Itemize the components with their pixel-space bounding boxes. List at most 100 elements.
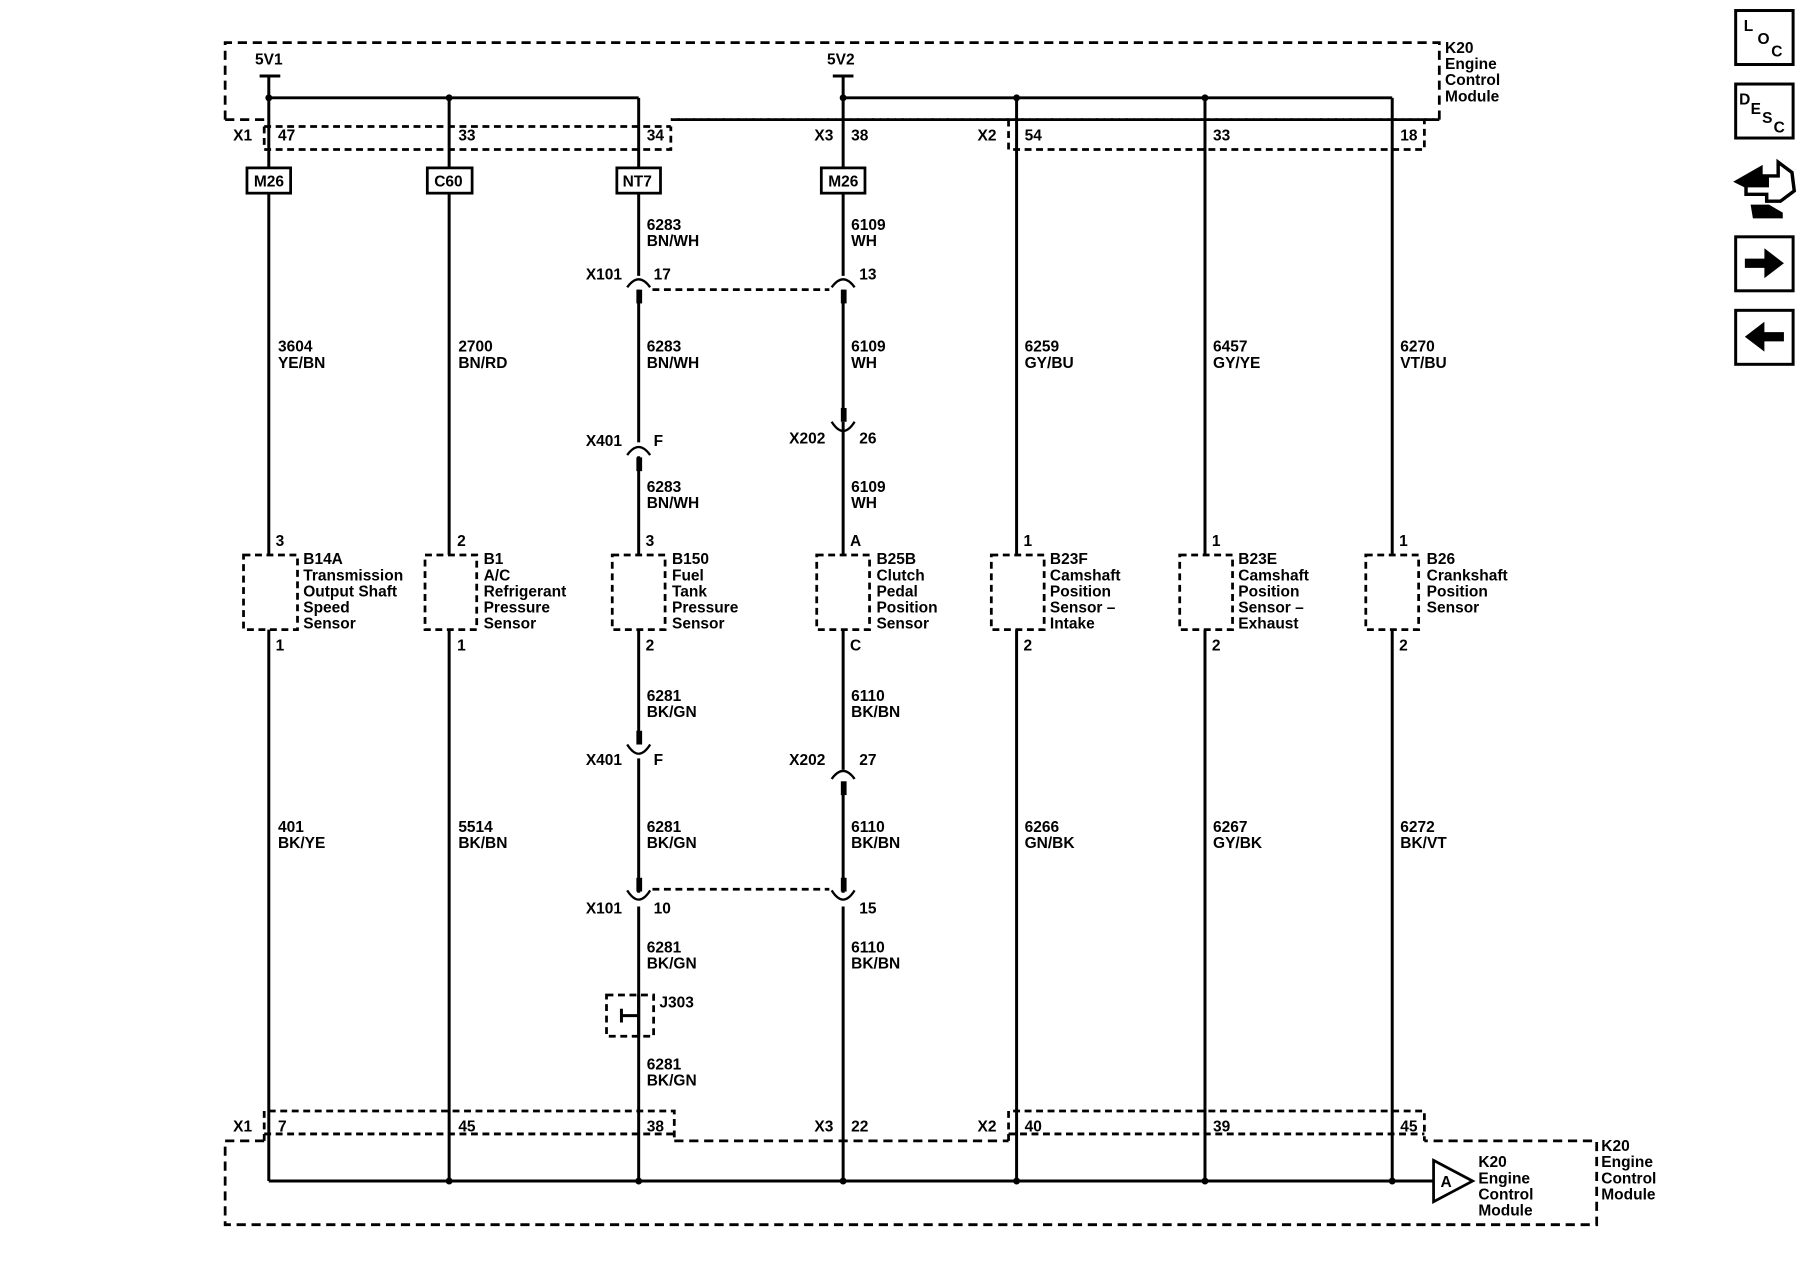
b25b-sensor-name-1: Clutch: [876, 567, 924, 584]
ecm-top-label-3: Control: [1445, 72, 1500, 89]
b23e-upper-wire-color: GY/YE: [1213, 355, 1260, 372]
b26-upper-wire-number: 6270: [1400, 339, 1434, 356]
loc-letter-o: O: [1757, 31, 1769, 48]
b150-x101-top-label: X101: [586, 266, 623, 283]
ecm-top-boundary: [223, 41, 1441, 122]
b150-wire-c-color: BN/WH: [647, 495, 700, 512]
b1-upper-wire-number: 2700: [458, 339, 492, 356]
sensor-box-b14a: [242, 553, 299, 632]
b150-wire-d-number: 6281: [647, 688, 682, 705]
x1-bottom-connector-box: [262, 1109, 676, 1141]
b14a-harness-label: M26: [254, 173, 285, 190]
circuit-b1: 33 C60 2700 BN/RD 2 1 5514 BK/BN 45 B1 A…: [423, 97, 567, 1182]
next-page-button[interactable]: [1734, 235, 1795, 293]
b150-x401-bottom-pin: F: [654, 752, 663, 769]
b26-lower-wire-number: 6272: [1400, 819, 1434, 836]
b25b-ecm-pin-top: 38: [851, 127, 869, 144]
x2-bottom-label: X2: [978, 1119, 997, 1136]
b23f-upper-wire-number: 6259: [1025, 339, 1060, 356]
b150-sensor-id: B150: [672, 551, 709, 568]
ecm-bottom-label-2: Engine: [1601, 1154, 1653, 1171]
x2-top-connector-box: [1007, 119, 1426, 151]
b23e-pin-out: 2: [1212, 637, 1221, 654]
b14a-sensor-name-1: Transmission: [303, 567, 403, 584]
b23e-lower-wire-number: 6267: [1213, 819, 1247, 836]
b150-x401-bottom-label: X401: [586, 752, 623, 769]
b23e-upper-wire-number: 6457: [1213, 339, 1247, 356]
b25b-wire-e-color: BK/BN: [851, 835, 900, 852]
x1-top-label: X1: [233, 127, 252, 144]
b150-wire-g-color: BK/GN: [647, 1073, 697, 1090]
ecm-bottom-label-3: Control: [1601, 1170, 1656, 1187]
harness-tag-c60: [425, 166, 474, 195]
b26-sensor-name-1: Crankshaft: [1427, 567, 1508, 584]
b14a-pin-out: 1: [276, 637, 285, 654]
x2-bottom-connector-box: [1007, 1109, 1426, 1141]
b14a-sensor-id: B14A: [303, 551, 343, 568]
offpage-reference-letter: A: [1440, 1174, 1451, 1191]
b25b-wire-f-number: 6110: [851, 939, 885, 956]
b150-x101-top-pin: 17: [654, 266, 671, 283]
x3-top-label: X3: [814, 127, 833, 144]
b23f-ecm-pin-bottom: 40: [1025, 1119, 1042, 1136]
b25b-sensor-name-2: Pedal: [876, 583, 917, 600]
b23f-sensor-name-1: Camshaft: [1050, 567, 1121, 584]
x1-bottom-label: X1: [233, 1119, 252, 1136]
circuit-b23f: 54 6259 GY/BU 1 B23F Camshaft Position S…: [989, 97, 1121, 1182]
sensor-box-b23e: [1178, 553, 1234, 632]
ref-label-2: Engine: [1478, 1170, 1530, 1187]
b26-pin-out: 2: [1399, 637, 1408, 654]
harness-tag-m26-b25b: [819, 166, 867, 195]
offpage-reference-triangle: [1432, 1158, 1476, 1204]
previous-page-button[interactable]: [1734, 308, 1795, 366]
ecm-bottom-boundary: [223, 1139, 1599, 1227]
b150-sensor-name-1: Fuel: [672, 567, 704, 584]
component-locator-button[interactable]: L O C: [1734, 9, 1795, 66]
b150-x401-top-pin: F: [654, 433, 663, 450]
ecm-top-label-2: Engine: [1445, 56, 1497, 73]
b25b-x101-top-pin: 13: [859, 266, 877, 283]
b25b-wire-b-number: 6109: [851, 339, 886, 356]
b1-ecm-pin-bottom: 45: [458, 1119, 476, 1136]
b1-ecm-pin-top: 33: [458, 127, 476, 144]
b150-wire-g-number: 6281: [647, 1057, 682, 1074]
b23f-pin-in: 1: [1023, 533, 1032, 550]
b23e-ecm-pin-top: 33: [1213, 127, 1231, 144]
b25b-wire-f-color: BK/BN: [851, 956, 900, 973]
j303-label: J303: [659, 995, 694, 1012]
x2-top-label: X2: [978, 127, 997, 144]
b150-harness-label: NT7: [623, 173, 652, 190]
b25b-pin-out: C: [850, 637, 861, 654]
b1-sensor-name-3: Pressure: [484, 599, 551, 616]
b26-upper-wire-color: VT/BU: [1400, 355, 1447, 372]
b26-ecm-pin-bottom: 45: [1400, 1119, 1418, 1136]
b23f-pin-out: 2: [1023, 637, 1032, 654]
sensor-box-b25b: [815, 553, 871, 632]
b150-wire-f-color: BK/GN: [647, 956, 697, 973]
harness-tag-m26-b14a: [245, 166, 292, 195]
b26-sensor-id: B26: [1427, 551, 1456, 568]
sensor-box-b1: [423, 553, 479, 632]
b1-harness-label: C60: [434, 173, 462, 190]
b150-x101-bottom-pin: 10: [654, 900, 671, 917]
b150-x101-bottom-label: X101: [586, 900, 623, 917]
sensor-box-b23f: [989, 553, 1046, 632]
supply-5v1-label: 5V1: [255, 52, 283, 69]
b25b-sensor-id: B25B: [876, 551, 916, 568]
b25b-x202-top-pin: 26: [859, 431, 877, 448]
b1-upper-wire-color: BN/RD: [458, 355, 507, 372]
b14a-lower-wire-number: 401: [278, 819, 304, 836]
b150-wire-a-color: BN/WH: [647, 233, 700, 250]
b150-wire-d-color: BK/GN: [647, 704, 697, 721]
b1-sensor-name-2: Refrigerant: [484, 583, 567, 600]
b26-sensor-name-3: Sensor: [1427, 599, 1480, 616]
next-page-arrow-icon: [1744, 248, 1784, 279]
description-operation-button[interactable]: D E S C: [1734, 82, 1795, 140]
sensor-box-b150: [610, 553, 667, 632]
ecm-top-label-1: K20: [1445, 40, 1473, 57]
desc-letter-s: S: [1762, 110, 1772, 127]
b25b-wire-e-number: 6110: [851, 819, 885, 836]
connector-end-view-icon[interactable]: [1733, 158, 1797, 219]
b14a-sensor-name-2: Output Shaft: [303, 583, 397, 600]
